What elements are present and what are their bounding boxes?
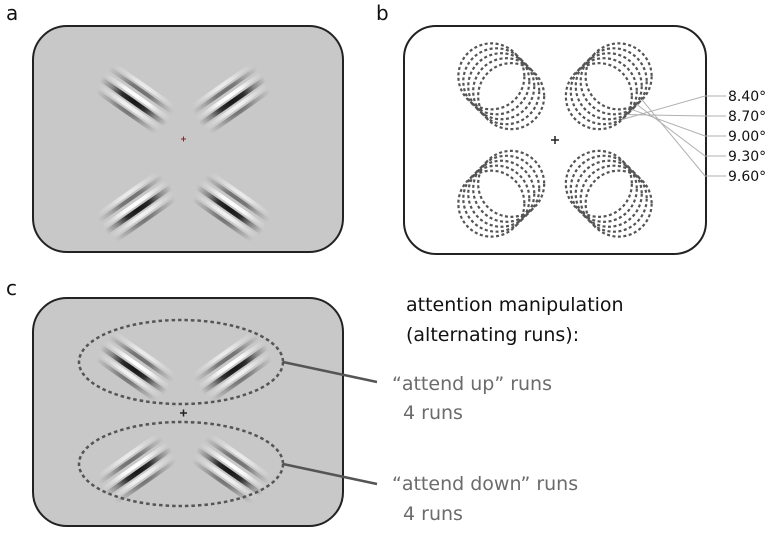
aperture-circle [467,159,536,228]
aperture-circle [467,52,536,121]
fixation-cross [551,136,559,144]
eccentricity-leader-lines [622,95,726,177]
leader-line [641,99,726,177]
aperture-circle [477,62,546,131]
aperture-circle [569,57,638,126]
attend-down-pointer-line [282,462,378,486]
leader-line [627,114,726,117]
leader-line [631,109,726,137]
aperture-circle [574,52,643,121]
aperture-circle [462,164,531,233]
panel-letter-b: b [376,1,389,25]
eccentricity-labels: 8.40° 8.70° 9.00° 9.30° 9.60° [728,89,766,185]
panel-letter-c: c [6,276,17,300]
leader-line [622,95,726,120]
stimulus-screen-c [32,297,344,527]
aperture-circle [472,57,541,126]
aperture-circle [457,169,526,238]
attend-up-count: 4 runs [403,402,463,424]
panel-letter-a: a [6,1,18,25]
aperture-circle [584,42,653,111]
aperture-circle [564,62,633,131]
eccentricity-label: 9.30° [728,149,766,165]
aperture-circle [579,164,648,233]
aperture-circle [462,47,531,116]
eccentricity-label: 9.60° [728,169,766,185]
aperture-circle [477,149,546,218]
attend-down-label: “attend down” runs [392,473,578,495]
fixation-cross [180,409,187,417]
aperture-circle [569,154,638,223]
aperture-circle [584,169,653,238]
aperture-circle [574,159,643,228]
eccentricity-label: 9.00° [728,129,766,145]
attend-down-count: 4 runs [403,503,463,525]
fixation-cross [181,136,186,142]
attend-up-pointer-line [282,360,378,384]
attention-title-line2: (alternating runs): [406,324,579,346]
aperture-circle [457,42,526,111]
eccentricity-label: 8.70° [728,109,766,125]
attention-title-line1: attention manipulation [406,294,624,316]
attend-up-label: “attend up” runs [392,373,552,395]
aperture-circle [579,47,648,116]
eccentricity-label: 8.40° [728,89,766,105]
aperture-circle [472,154,541,223]
aperture-circle [564,149,633,218]
aperture-outlines [457,42,653,238]
